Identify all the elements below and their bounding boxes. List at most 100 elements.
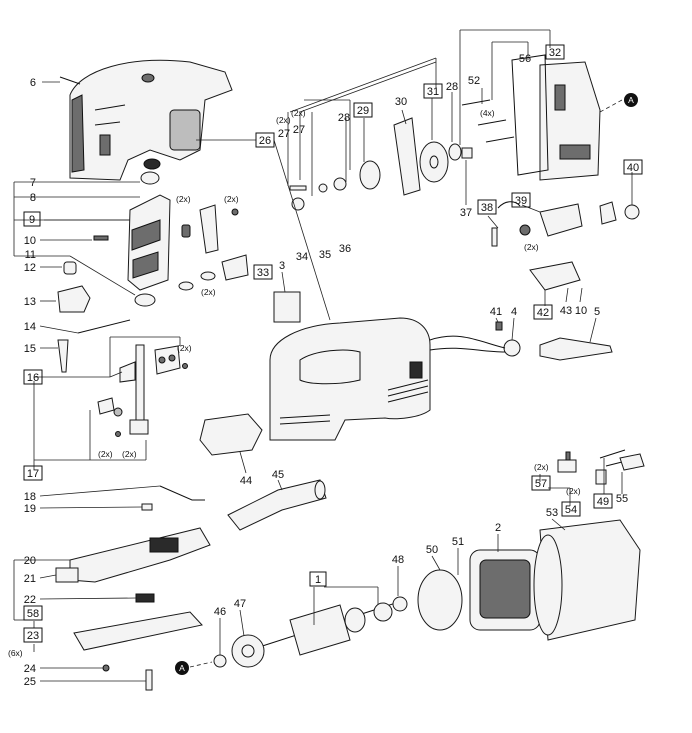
callout-21: 21 (24, 573, 36, 585)
callout-38: 38 (481, 202, 493, 214)
callout-25: 25 (24, 676, 36, 688)
callout-27-b: 27 (293, 124, 305, 136)
callout-14: 14 (24, 321, 36, 333)
dust-cover-44 (199, 413, 263, 456)
callout-27-a: 27 (278, 128, 290, 140)
callout-23: 23 (27, 630, 39, 642)
qty-57a: (2x) (534, 462, 549, 472)
field-stator-2 (469, 549, 541, 631)
cable-assembly (429, 321, 613, 361)
callout-10-right: 10 (575, 305, 587, 317)
callout-20: 20 (24, 555, 36, 567)
qty-39: (2x) (524, 242, 539, 252)
callout-labels: 6 7 8 9 10 11 12 13 14 15 16 17 18 19 20… (24, 47, 639, 688)
callout-42: 42 (537, 307, 549, 319)
housing-cover-part (69, 59, 233, 181)
qty-9a: (2x) (176, 194, 191, 204)
base-plate-20 (69, 527, 211, 583)
reference-a-top-label: A (628, 95, 634, 105)
handle-half-32 (511, 54, 601, 181)
callout-4: 4 (511, 306, 517, 318)
callout-48: 48 (392, 554, 404, 566)
callout-37: 37 (460, 207, 472, 219)
callout-11: 11 (25, 249, 36, 261)
callout-boxes (23, 44, 643, 643)
callout-52: 52 (468, 75, 480, 87)
pins-52 (461, 99, 515, 143)
callout-13: 13 (24, 296, 36, 308)
sole-23 (73, 611, 203, 651)
screw-10 (93, 235, 109, 241)
callout-18: 18 (24, 491, 36, 503)
callout-10-left: 10 (24, 235, 36, 247)
qty-16: (2x) (177, 343, 192, 353)
pin-14 (77, 319, 131, 334)
bushing-8 (140, 171, 160, 185)
callout-57: 57 (535, 478, 547, 490)
callout-40: 40 (627, 162, 639, 174)
callout-58: 58 (27, 608, 39, 620)
callout-24: 24 (24, 663, 36, 675)
callout-3: 3 (279, 260, 285, 272)
qty-52: (4x) (480, 108, 495, 118)
gear-47 (231, 634, 265, 668)
gear-housing-part (127, 194, 171, 307)
reference-marker-a-top (624, 93, 638, 107)
armature-1 (249, 596, 408, 656)
callout-56: 56 (519, 53, 531, 65)
reference-marker-a-bottom (175, 661, 189, 675)
qty-17b: (2x) (122, 449, 137, 459)
callout-28-b: 28 (446, 81, 458, 93)
callout-49: 49 (597, 496, 609, 508)
qty-9b: (2x) (224, 194, 239, 204)
quantity-notes: (2x) (2x) (4x) (2x) (2x) (2x) (2x) (2x) … (8, 108, 581, 658)
chip-guard-22 (135, 593, 155, 603)
baffle-50 (417, 569, 463, 631)
motor-housing-53 (533, 519, 641, 641)
callout-30: 30 (395, 96, 407, 108)
reference-a-bottom-label: A (179, 663, 185, 673)
callout-50: 50 (426, 544, 438, 556)
callout-46: 46 (214, 606, 226, 618)
main-motor-housing-part (269, 317, 431, 441)
callout-1: 1 (315, 574, 321, 586)
axis-line-a-top (599, 99, 623, 113)
callout-39: 39 (515, 195, 527, 207)
callout-35: 35 (319, 249, 331, 261)
qty-24: (6x) (8, 648, 23, 658)
qty-27a: (2x) (276, 115, 291, 125)
bolt-25 (145, 669, 153, 691)
washer-46 (213, 654, 227, 668)
callout-19: 19 (24, 503, 36, 515)
callout-51: 51 (452, 536, 464, 548)
qty-17a: (2x) (98, 449, 113, 459)
cap-12 (63, 261, 77, 275)
leader-lines (13, 29, 633, 682)
dust-extractor-45 (227, 479, 327, 531)
qty-57b: (2x) (566, 486, 581, 496)
callout-55: 55 (616, 493, 628, 505)
callout-22: 22 (24, 594, 36, 606)
callout-2: 2 (495, 522, 501, 534)
qty-27b: (2x) (291, 108, 306, 118)
lever-18 (159, 485, 205, 501)
callout-34: 34 (296, 251, 308, 263)
callout-41: 41 (490, 306, 502, 318)
switch-parts-right (491, 201, 640, 291)
callout-12: 12 (24, 262, 36, 274)
callout-54: 54 (565, 504, 577, 516)
insert-21 (55, 567, 79, 583)
callout-44: 44 (240, 475, 252, 487)
axis-line-a-bottom (189, 661, 213, 668)
callout-9: 9 (29, 214, 35, 226)
guide-bracket-part (181, 204, 239, 254)
callout-45: 45 (272, 469, 284, 481)
roller-guide-parts (97, 344, 188, 437)
callout-17: 17 (27, 468, 39, 480)
callout-29: 29 (357, 105, 369, 117)
qty-33: (2x) (201, 287, 216, 297)
plunger-15 (57, 339, 69, 373)
switch-3 (273, 291, 301, 323)
washers-33 (178, 254, 249, 291)
